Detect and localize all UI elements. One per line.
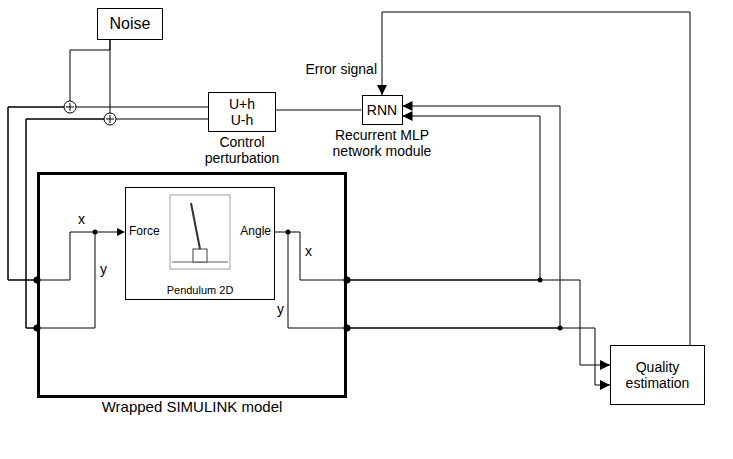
input-wire (37, 232, 119, 280)
cart-body (193, 249, 207, 262)
plus-sign (66, 103, 74, 111)
noise-box: Noise (97, 8, 163, 40)
junction-dot (286, 230, 291, 235)
box-text: Quality estimation (615, 359, 700, 391)
box-text: U+h (229, 96, 255, 112)
box-caption: Control perturbation (187, 134, 297, 166)
box-text: U-h (231, 112, 254, 128)
perturbation-box: U+hU-hControl perturbation (208, 92, 276, 132)
signal-name: y (99, 262, 108, 277)
picture-panel (170, 195, 230, 269)
rnn-box: RNNRecurrent MLP network module (362, 95, 403, 125)
box-text: Noise (110, 15, 151, 33)
box-caption: Wrapped SIMULINK model (32, 398, 352, 415)
input-wire (37, 232, 95, 328)
pendulum-rod (191, 203, 200, 249)
summing-circle (104, 113, 116, 125)
junction-dot (93, 230, 98, 235)
signal-name: y (276, 302, 285, 317)
quality-box: Quality estimation (610, 345, 705, 405)
output-wire (288, 232, 347, 328)
junction-dots (34, 230, 563, 332)
plus-sign (106, 115, 114, 123)
summing-junction (104, 113, 116, 125)
summing-junction (64, 101, 76, 113)
edge-label: Error signal (304, 62, 378, 77)
simulink-wrapper: Wrapped SIMULINK modelForceAnglePendulum… (37, 172, 347, 398)
signal-wire (347, 280, 610, 365)
junction-dot (558, 326, 563, 331)
box-caption: Recurrent MLP network module (322, 127, 442, 159)
output-wire (275, 232, 347, 280)
signal-wire (347, 328, 610, 385)
box-text: Pendulum 2D (126, 284, 274, 297)
signal-name: x (304, 244, 313, 259)
signal-wire (382, 12, 690, 345)
summing-circle (64, 101, 76, 113)
junction-dot (538, 278, 543, 283)
box-text: Force (129, 225, 160, 239)
signal-wire (276, 110, 362, 111)
arrow-head (117, 228, 125, 236)
box-text: RNN (367, 102, 397, 118)
pendulum-block: Force AnglePendulum 2D (125, 187, 275, 300)
pendulum-picture (170, 195, 230, 269)
signal-name: x (77, 212, 86, 227)
box-text: Angle (240, 225, 271, 239)
